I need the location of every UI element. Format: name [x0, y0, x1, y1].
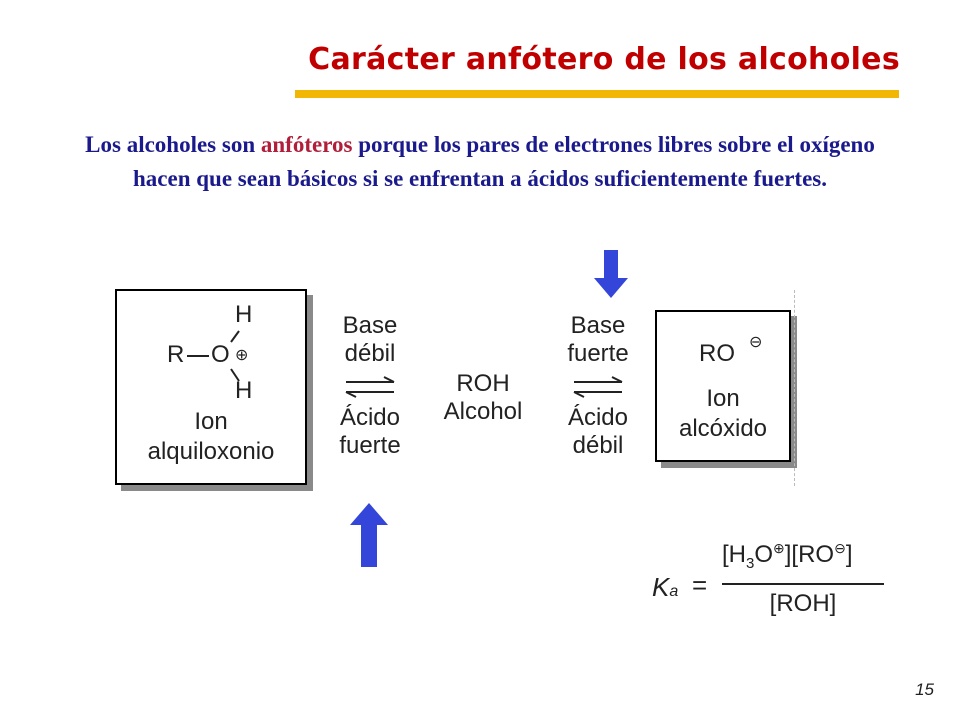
ka-plus-icon: ⊕ [773, 540, 785, 556]
formula-ro: RO [699, 340, 735, 367]
slide-title: Carácter anfótero de los alcoholes [308, 42, 900, 77]
alkoxide-label: Ion alcóxido [657, 384, 789, 444]
minus-charge-icon: ⊖ [749, 334, 763, 351]
ka-fraction-bar [722, 583, 884, 585]
bond-o-h-lines [230, 330, 240, 382]
plus-charge-icon: ⊕ [235, 347, 249, 364]
intro-paragraph: Los alcoholes son anfóteros porque los p… [60, 128, 900, 196]
intro-text-2: porque los pares de electrones libres so… [133, 132, 875, 191]
alkyloxonium-label: Ion alquiloxonio [117, 407, 305, 467]
intro-highlight: anfóteros [260, 132, 353, 157]
eq-left-bottom: Ácido fuerte [322, 404, 418, 460]
eq-right-fuerte: fuerte [567, 340, 629, 367]
up-arrow-icon [350, 503, 388, 567]
down-arrow-icon [594, 250, 628, 298]
title-underline [295, 90, 899, 98]
eq-right-base: Base [570, 312, 626, 339]
eq-left-debil: débil [344, 340, 396, 367]
ka-k: Ka [652, 572, 679, 602]
eq-left-top: Base débil [322, 312, 418, 368]
name-alcohol: Alcohol [443, 398, 523, 425]
eq-right-debil: débil [572, 432, 624, 459]
page-number: 15 [915, 680, 934, 699]
ka-expression: Ka = [H3O⊕][RO⊖] [ROH] [652, 538, 892, 628]
eq-right-acido: Ácido [567, 404, 629, 431]
eq-right-bottom: Ácido débil [550, 404, 646, 460]
eq-right-top: Base fuerte [550, 312, 646, 368]
eq-left-fuerte: fuerte [339, 432, 401, 459]
intro-text-1: Los alcoholes son [85, 132, 261, 157]
eq-left-base: Base [342, 312, 398, 339]
alcohol-center: ROH Alcohol [428, 370, 538, 426]
atom-h-top: H [235, 301, 253, 328]
ka-denominator: [ROH] [769, 590, 837, 617]
label-alquiloxonio: alquiloxonio [147, 438, 275, 465]
ka-minus-icon: ⊖ [834, 540, 846, 556]
bond-r-o [187, 355, 209, 357]
label-ion: Ion [194, 408, 228, 435]
eq-left-acido: Ácido [339, 404, 401, 431]
ka-equals: = [692, 570, 708, 600]
formula-roh: ROH [456, 370, 510, 397]
equilibrium-arrows-right-icon [573, 376, 623, 398]
equilibrium-arrows-icon [345, 376, 395, 398]
atom-o: O [211, 341, 230, 368]
faint-divider [794, 290, 795, 486]
ka-numerator: [H3O⊕][RO⊖] [722, 540, 853, 572]
label-alcoxido: alcóxido [678, 415, 768, 442]
alkoxide-box: RO ⊖ Ion alcóxido [655, 310, 791, 462]
atom-h-bottom: H [235, 377, 253, 404]
label-ion-right: Ion [706, 385, 740, 412]
atom-r: R [167, 341, 185, 368]
alkyloxonium-box: H R O ⊕ H Ion alquiloxonio [115, 289, 307, 485]
